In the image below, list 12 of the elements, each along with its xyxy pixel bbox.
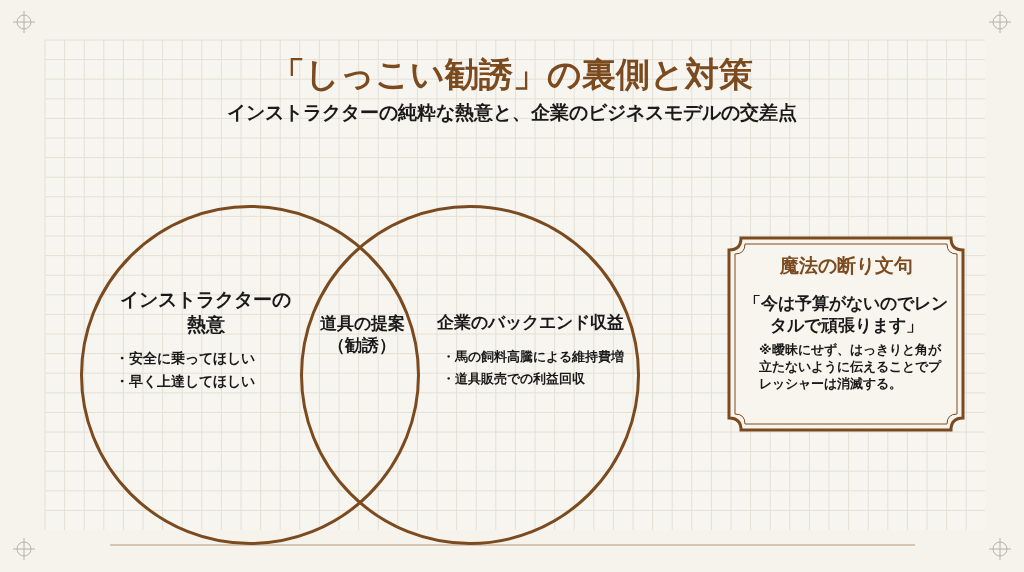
bullet-item: ・早く上達してほしい xyxy=(115,372,256,391)
subtitle: インストラクターの純粋な熱意と、企業のビジネスモデルの交差点 xyxy=(226,100,798,125)
bullet-item: ・安全に乗ってほしい xyxy=(115,349,256,368)
card-heading: 魔法の断り文句 xyxy=(778,253,914,278)
bullet-item: ・馬の飼料高騰による維持費増 xyxy=(442,349,625,366)
title: 「しっこい勧誘」の裏側と対策 xyxy=(270,53,754,96)
circle-heading: インストラクターの熱意 xyxy=(119,287,292,337)
note-text: ※曖昧にせず、はっきりと角が立たないように伝えることでプレッシャーは消滅する。 xyxy=(759,342,943,393)
overlap-label: 道具の提案（勧誘） xyxy=(318,312,406,357)
quote-text: 「今は予算がないのでレンタルで頑張ります」 xyxy=(743,292,949,337)
circle-heading: 企業のバックエンド収益 xyxy=(435,311,625,334)
bullet-item: ・道具販売での利益回収 xyxy=(442,371,586,388)
